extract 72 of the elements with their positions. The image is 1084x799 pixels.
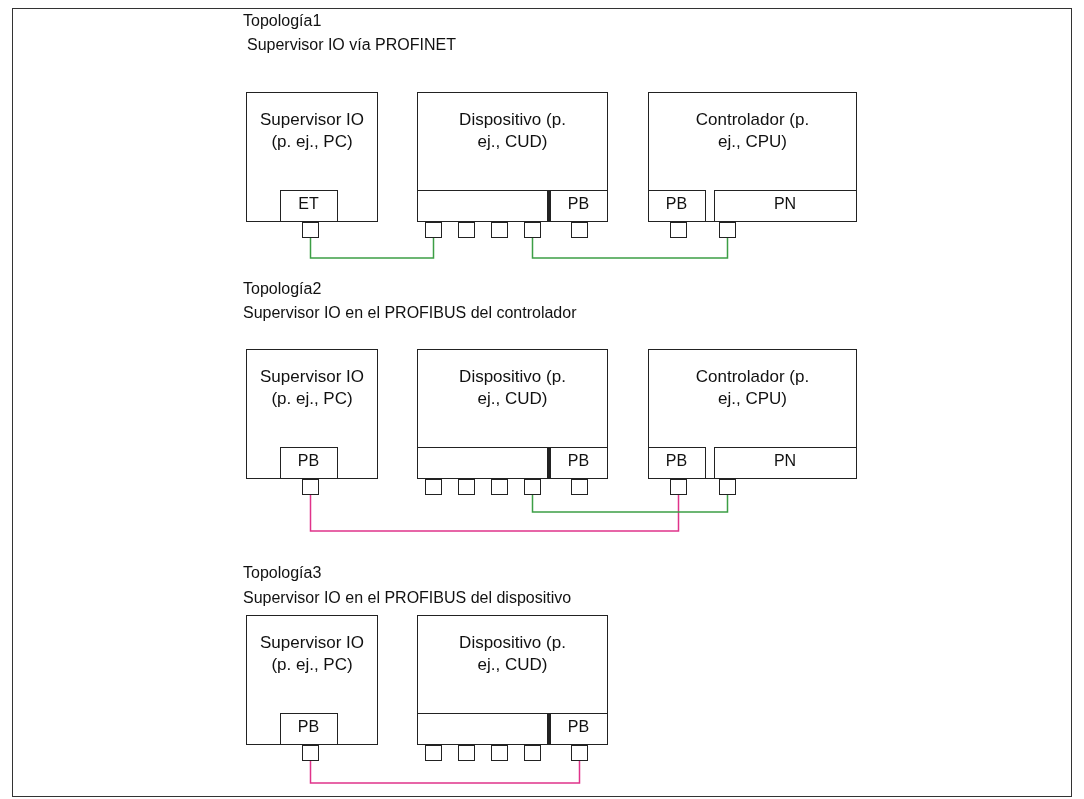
device-box [648,349,857,479]
interface-module [647,446,706,479]
connector-port [491,479,508,495]
interface-module [647,189,706,222]
connector-port [670,222,687,238]
module-label: PB [296,450,321,471]
device-box [648,92,857,222]
device-label: Controlador (p. ej., CPU) [694,366,811,410]
device-label: Controlador (p. ej., CPU) [694,109,811,153]
topology-description: Supervisor IO vía PROFINET [247,36,456,54]
module-label: PB [296,716,321,737]
connector-port [491,222,508,238]
interface-module [416,446,550,479]
interface-module [713,446,857,479]
cable-line [531,494,729,513]
interface-module [416,189,550,222]
connector-port [524,479,541,495]
device-label: Dispositivo (p. ej., CUD) [458,109,567,153]
interface-module [549,712,608,745]
connector-port [524,745,541,761]
connector-port [458,222,475,238]
module-label: PB [566,193,591,214]
connector-port [719,222,736,238]
device-label: Supervisor IO (p. ej., PC) [259,109,365,153]
interface-module [549,446,608,479]
module-label: PN [772,450,798,471]
cable-line [309,237,435,259]
connector-port [719,479,736,495]
device-box [417,349,608,479]
interface-module [549,189,608,222]
connector-port [571,745,588,761]
connector-port [571,222,588,238]
connector-port [302,745,319,761]
connector-port [670,479,687,495]
device-label: Supervisor IO (p. ej., PC) [259,366,365,410]
connector-port [458,745,475,761]
connector-port [302,479,319,495]
connector-port [491,745,508,761]
device-label: Dispositivo (p. ej., CUD) [458,366,567,410]
interface-module [416,712,550,745]
module-label: ET [297,193,320,214]
topology-description: Supervisor IO en el PROFIBUS del controlador [243,304,577,322]
cable-line [309,760,581,784]
connector-port [458,479,475,495]
device-label: Supervisor IO (p. ej., PC) [259,632,365,676]
module-label: PN [772,193,798,214]
module-label: PB [566,450,591,471]
topology-heading: Topología2 [243,280,322,298]
device-box [246,615,378,745]
device-box [246,349,378,479]
interface-module [279,189,338,222]
module-label: PB [664,193,689,214]
interface-module [279,446,338,479]
connector-port [425,222,442,238]
topology-description: Supervisor IO en el PROFIBUS del dispositivo [243,589,572,607]
cable-line [309,494,680,532]
connector-port [425,479,442,495]
connector-port [302,222,319,238]
topology-heading: Topología1 [243,12,322,30]
device-box [246,92,378,222]
connector-port [425,745,442,761]
cable-line [531,237,729,259]
device-box [417,615,608,745]
connector-port [524,222,541,238]
interface-module [279,712,338,745]
interface-module [713,189,857,222]
module-label: PB [566,716,591,737]
module-label: PB [664,450,689,471]
device-box [417,92,608,222]
topology-heading: Topología3 [243,564,322,582]
connector-port [571,479,588,495]
device-label: Dispositivo (p. ej., CUD) [458,632,567,676]
